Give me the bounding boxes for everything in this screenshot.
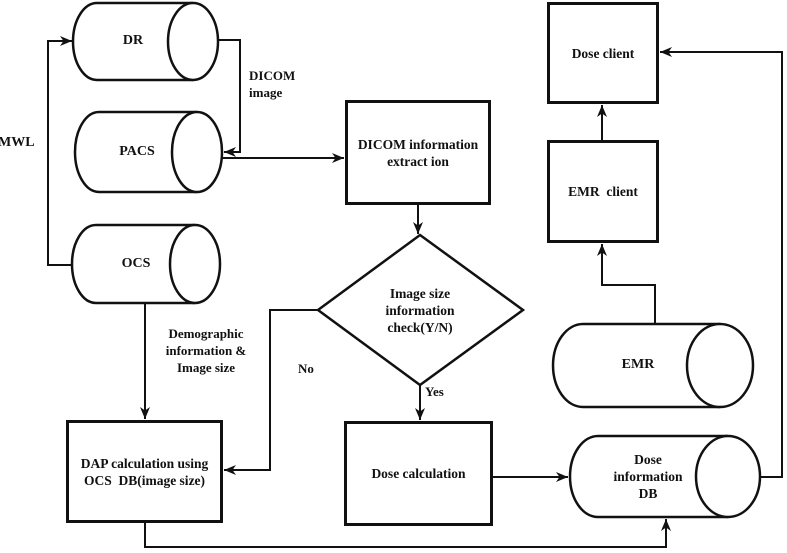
dose-client-box: Dose client — [547, 2, 659, 104]
pacs-label: PACS — [119, 144, 155, 159]
ocs-label: OCS — [121, 256, 151, 271]
edge-dr-to-pacs — [218, 39, 241, 157]
dap-calc-box: DAP calculation using OCS DB(image size) — [66, 420, 223, 523]
dose-info-db-cylinder — [568, 434, 762, 519]
dr-cylinder — [71, 1, 220, 82]
cylinder-shapes — [70, 1, 762, 519]
dicom-image-edge-label: DICOM image — [249, 68, 296, 100]
edge-dap-calc-to-dose-db — [144, 519, 671, 548]
connectors — [47, 36, 783, 548]
edge-mwl-ocs-to-dr — [47, 36, 72, 266]
size-check-label: Image size information check(Y/N) — [385, 286, 455, 335]
dose-info-db-label: Dose information DB — [613, 452, 683, 501]
mwl-edge-label: MWL — [0, 135, 35, 150]
emr-cylinder — [551, 322, 755, 409]
no-edge-label: No — [298, 361, 314, 376]
demographic-edge-label: Demographic information & Image size — [165, 326, 247, 375]
size-check-diamond — [315, 233, 526, 387]
emr-client-box: EMR client — [547, 140, 659, 243]
dr-label: DR — [122, 33, 144, 48]
yes-edge-label: Yes — [425, 384, 444, 399]
edge-check-no-to-dap-calc — [224, 309, 318, 475]
dicom-extract-box: DICOM information extract ion — [345, 100, 491, 205]
dose-calc-box: Dose calculation — [344, 421, 493, 526]
pacs-cylinder — [73, 110, 224, 194]
ocs-cylinder — [70, 223, 222, 305]
edge-emr-to-emr-client — [597, 244, 656, 324]
edge-dose-db-to-dose-client — [660, 47, 783, 478]
emr-label: EMR — [621, 357, 655, 372]
